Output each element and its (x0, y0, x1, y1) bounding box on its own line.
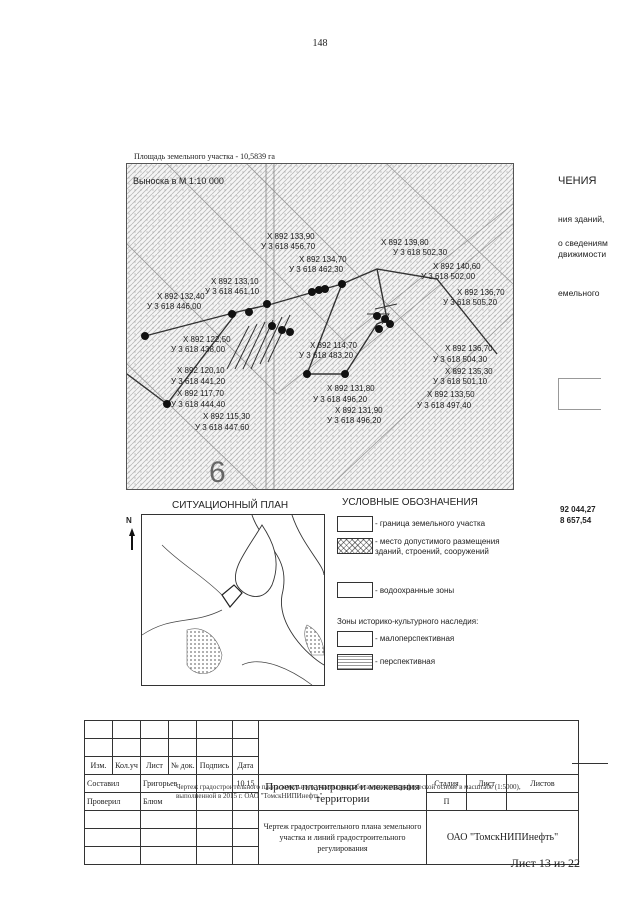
area-caption: Площадь земельного участка - 10,5839 га (134, 152, 275, 161)
divider (572, 763, 608, 764)
coord-label-x: X 892 133,90 (267, 232, 315, 241)
overlay-note: выполненной в 2015 г. ОАО "ТомскНИПИнефт… (176, 792, 323, 800)
coord-label-y: У 3 618 496,20 (313, 395, 368, 404)
coord-label-x: X 892 136,70 (457, 288, 505, 297)
cut-text: о сведениям (558, 238, 608, 248)
header-cell: Кол.уч (112, 756, 141, 775)
project-title: Проект планировки и межевания территории (258, 774, 427, 811)
legend-item: - малоперспективная (375, 634, 455, 643)
inset-map-drawing: 6 (127, 164, 513, 489)
coord-label-x: X 892 133,10 (211, 277, 259, 286)
inset-map: 6 Выноска в М 1:10 000 X 892 133,90 У 3 … (126, 163, 514, 490)
legend-heritage-title: Зоны историко-культурного наследия: (337, 617, 479, 626)
coord-label-x: X 892 139,80 (381, 238, 429, 247)
coord-label-y: У 3 618 497,40 (417, 401, 472, 410)
coord-label-y: У 3 618 462,30 (289, 265, 344, 274)
cut-coord: 8 657,54 (560, 516, 592, 525)
legend-item: зданий, строений, сооружений (375, 547, 489, 556)
header-cell: Дата (232, 756, 259, 775)
situation-plan-title: СИТУАЦИОННЫЙ ПЛАН (172, 500, 289, 511)
legend-item: - место допустимого размещения (375, 537, 500, 546)
cut-coord: 92 044,27 (560, 505, 596, 514)
coord-label-x: X 892 122,50 (183, 335, 231, 344)
cut-table (558, 378, 601, 410)
coord-label-x: X 892 120,10 (177, 366, 225, 375)
header-cell: № док. (168, 756, 197, 775)
situation-map (141, 514, 325, 686)
coord-label-x: X 892 133,50 (427, 390, 475, 399)
coord-label-y: У 3 618 505,20 (443, 298, 498, 307)
legend-item: - граница земельного участка (375, 519, 486, 528)
page-number: 148 (312, 38, 328, 49)
coord-label-y: У 3 618 501,10 (433, 377, 488, 386)
coord-label-x: X 892 136,70 (445, 344, 493, 353)
header-cell: Изм. (84, 756, 113, 775)
inset-label: Выноска в М 1:10 000 (133, 176, 224, 186)
coord-label-x: X 892 140,60 (433, 262, 481, 271)
cut-text: ния зданий, (558, 214, 605, 224)
situation-map-drawing (142, 515, 324, 685)
cut-text: движимости (558, 249, 607, 259)
coord-label-y: У 3 618 446,00 (147, 302, 202, 311)
coord-label-x: X 892 131,90 (335, 406, 383, 415)
organization: ОАО "ТомскНИПИнефть" (426, 810, 579, 865)
coord-label-x: X 892 115,30 (203, 412, 251, 421)
role-cell: Составил (84, 774, 141, 793)
coord-label-x: X 892 117,70 (177, 389, 225, 398)
coord-label-x: X 892 134,70 (299, 255, 347, 264)
coord-label-y: У 3 618 461,10 (205, 287, 260, 296)
north-arrow-icon (131, 536, 133, 550)
north-label: N (126, 516, 132, 525)
overlay-note: Чертеж градостроительного плана земельно… (176, 783, 521, 791)
legend-swatch-building (337, 538, 373, 554)
title-block-table: Изм. Кол.уч Лист № док. Подпись Дата Сос… (84, 720, 579, 865)
coord-label-y: У 3 618 456,70 (261, 242, 316, 251)
zone-number: 6 (209, 456, 226, 489)
cut-text: емельного (558, 288, 600, 298)
legend-swatch-promising (337, 654, 373, 670)
legend-item: - перспективная (375, 657, 436, 666)
sheet-counter: Лист 13 из 22 (510, 856, 580, 870)
coord-label-y: У 3 618 441,20 (171, 377, 226, 386)
coord-label-y: У 3 618 502,30 (393, 248, 448, 257)
legend-swatch-boundary (337, 516, 373, 532)
legend-swatch-low (337, 631, 373, 647)
coord-label-y: У 3 618 438,00 (171, 345, 226, 354)
coord-label-y: У 3 618 502,00 (421, 272, 476, 281)
title-block: Изм. Кол.уч Лист № док. Подпись Дата Сос… (84, 720, 579, 865)
role-cell: Проверил (84, 792, 141, 811)
coord-label-y: У 3 618 444,40 (171, 400, 226, 409)
drawing-title: Чертеж градостроительного плана земельно… (258, 810, 427, 865)
stage-value: П (426, 792, 467, 811)
header-cell: Лист (140, 756, 169, 775)
coord-label-y: У 3 618 483,20 (299, 351, 354, 360)
header-cell: Подпись (196, 756, 233, 775)
north-arrow-icon (129, 528, 135, 536)
coord-label-y: У 3 618 447,60 (195, 423, 250, 432)
legend-title: УСЛОВНЫЕ ОБОЗНАЧЕНИЯ (342, 497, 478, 508)
coord-label-y: У 3 618 504,30 (433, 355, 488, 364)
coord-label-x: X 892 114,70 (310, 341, 358, 350)
legend-item: - водоохранные зоны (375, 586, 455, 595)
coord-label-x: X 892 135,30 (445, 367, 493, 376)
cut-heading: ЧЕНИЯ (558, 175, 597, 187)
coord-label-x: X 892 131,80 (327, 384, 375, 393)
coord-label-x: X 892 132,40 (157, 292, 205, 301)
coord-label-y: У 3 618 496,20 (327, 416, 382, 425)
legend-swatch-water (337, 582, 373, 598)
